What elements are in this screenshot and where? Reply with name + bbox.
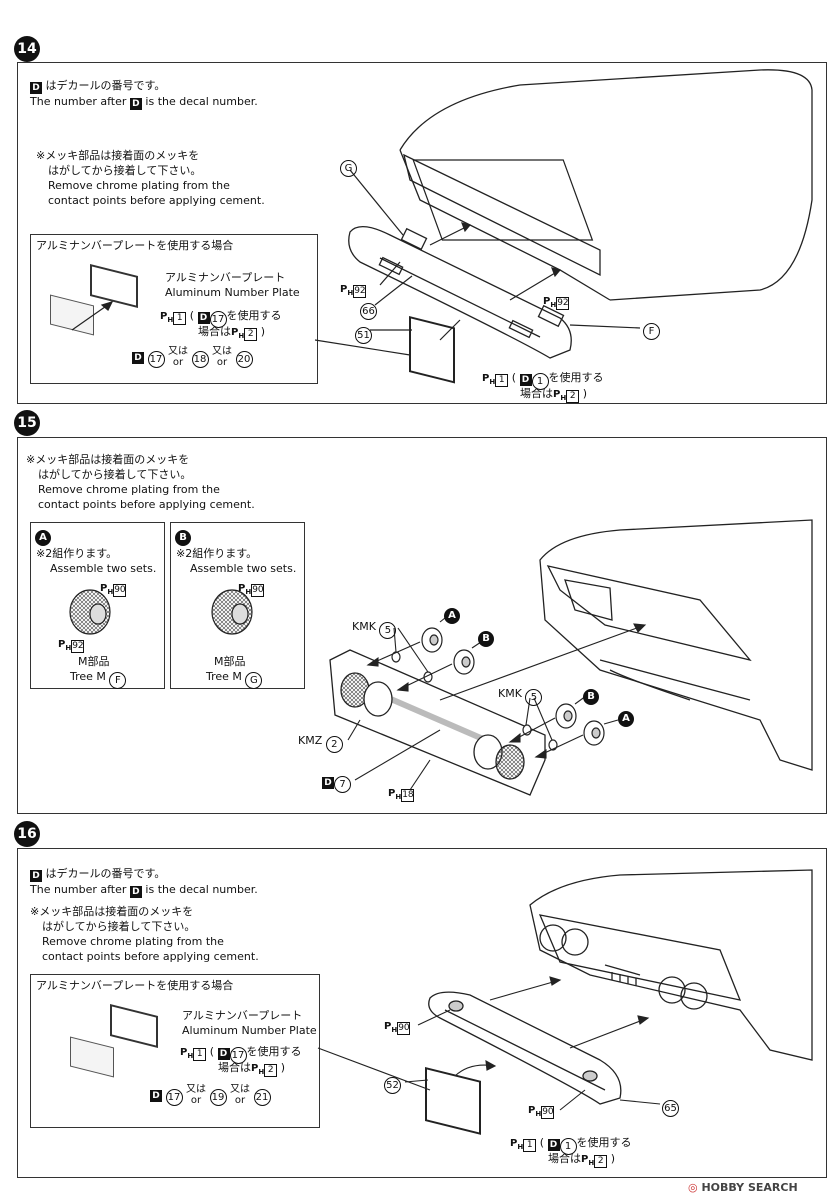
mark-a-1: A xyxy=(444,604,460,624)
step-15-frame xyxy=(17,437,827,814)
chrome-note-16: ※メッキ部品は接着面のメッキを はがしてから接着して下さい。 Remove ch… xyxy=(30,905,259,963)
box-b-ph90: PH90 xyxy=(238,583,265,597)
alum-box-title-16: アルミナンバープレートを使用する場合 xyxy=(36,979,234,992)
subassembly-a-box xyxy=(30,522,165,689)
step-15-badge: 15 xyxy=(14,410,40,436)
alum-box-title: アルミナンバープレートを使用する場合 xyxy=(36,239,234,252)
box-a-text: ※2組作ります。Assemble two sets. xyxy=(36,547,157,575)
part-51: 51 xyxy=(355,324,372,344)
box-a-ph90: PH90 xyxy=(100,583,127,597)
step-16-badge: 16 xyxy=(14,821,40,847)
step-14-badge: 14 xyxy=(14,36,40,62)
part-66: 66 xyxy=(360,300,377,320)
box-a-label: A xyxy=(35,526,51,546)
mark-b-1: B xyxy=(478,627,494,647)
step-16-frame xyxy=(17,848,827,1178)
ph90-right: PH90 xyxy=(528,1105,555,1119)
ph92-left: PH92 xyxy=(340,284,367,298)
step-14-frame xyxy=(17,62,827,404)
chrome-note-15: ※メッキ部品は接着面のメッキを はがしてから接着して下さい。 Remove ch… xyxy=(26,453,255,511)
decal-note-en: The number after D is the decal number. xyxy=(30,95,258,110)
part-g-marker: G xyxy=(340,157,357,177)
box-a-ph92: PH92 xyxy=(58,639,85,653)
box-b-label: B xyxy=(175,526,191,546)
mark-b-2: B xyxy=(583,685,599,705)
kmz-label: KMZ 2 xyxy=(298,733,343,753)
mark-a-2: A xyxy=(618,707,634,727)
ph92-right: PH92 xyxy=(543,296,570,310)
watermark-logo-icon: ◎ xyxy=(688,1181,698,1194)
ph90-left: PH90 xyxy=(384,1021,411,1035)
box-b-text: ※2組作ります。Assemble two sets. xyxy=(176,547,297,575)
subassembly-b-box xyxy=(170,522,305,689)
chrome-note: ※メッキ部品は接着面のメッキを はがしてから接着して下さい。 Remove ch… xyxy=(36,149,265,207)
decal-note-en-16: The number after D is the decal number. xyxy=(30,883,258,898)
watermark: ◎ HOBBY SEARCH xyxy=(688,1181,798,1194)
decal-note-jp-16: D はデカールの番号です。 xyxy=(30,866,165,882)
alum-plate-box xyxy=(30,234,318,384)
decal-note-jp: D はデカールの番号です。 xyxy=(30,78,165,94)
kmk-label-2: KMK 5 xyxy=(498,686,543,706)
kmk-label-1: KMK 5 xyxy=(352,619,397,639)
part-52: 52 xyxy=(384,1074,401,1094)
ph18-label: PH18 xyxy=(388,788,415,802)
part-65: 65 xyxy=(662,1097,679,1117)
part-f-marker: F xyxy=(643,320,660,340)
